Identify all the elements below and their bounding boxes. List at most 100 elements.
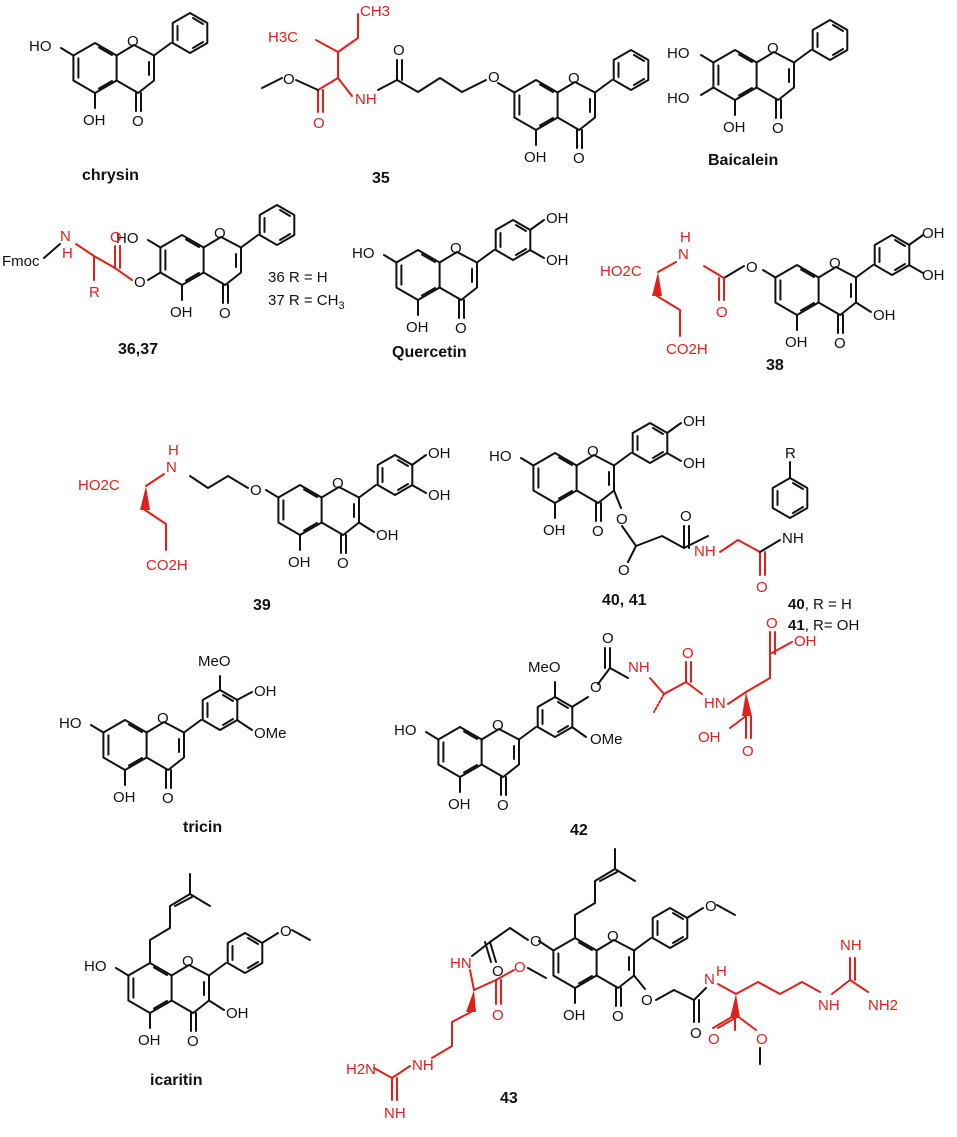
atom-label: HN bbox=[450, 955, 472, 972]
atom-label: R bbox=[89, 284, 100, 301]
atom-label: O bbox=[492, 1007, 504, 1024]
atom-label: O bbox=[587, 443, 599, 460]
atom-label: O bbox=[455, 320, 467, 337]
atom-label: O bbox=[568, 70, 580, 87]
atom-label: O bbox=[393, 42, 405, 59]
atom-label: O bbox=[767, 40, 779, 57]
compound-label: 42 bbox=[570, 822, 588, 839]
atom-label: HO bbox=[59, 715, 82, 732]
atom-label: O bbox=[132, 113, 144, 130]
atom-label: HN bbox=[704, 695, 726, 712]
atom-label: O bbox=[766, 615, 778, 632]
atom-label: MeO bbox=[528, 659, 561, 676]
compound-label: 40, 41 bbox=[602, 592, 647, 609]
atom-label: NH bbox=[694, 543, 716, 560]
atom-label: OH bbox=[723, 119, 746, 136]
atom-label: H bbox=[680, 229, 691, 246]
compound-label: chrysin bbox=[82, 167, 139, 184]
atom-label: OH bbox=[428, 487, 451, 504]
atom-label: O bbox=[514, 959, 526, 976]
atom-label: OH bbox=[406, 319, 429, 336]
atom-label: NH bbox=[628, 659, 650, 676]
atom-label: O bbox=[492, 963, 504, 980]
atom-label: O bbox=[708, 1031, 720, 1048]
atom-label: O bbox=[110, 229, 122, 246]
atom-label: N bbox=[704, 971, 715, 988]
atom-label: O bbox=[772, 120, 784, 137]
compound-36-37-structure: HO O OH O O O R N H Fmoc bbox=[2, 204, 296, 322]
atom-label: Fmoc bbox=[2, 253, 40, 270]
atom-label: CO2H bbox=[146, 557, 188, 574]
atom-label: OH bbox=[113, 789, 136, 806]
compound-43-structure: O O O OH O O N H O O bbox=[346, 848, 898, 1122]
compound-label: 43 bbox=[500, 1090, 518, 1107]
substituent-note: 41, R= OH bbox=[788, 617, 859, 634]
atom-label: H2N bbox=[346, 1061, 376, 1078]
atom-label: NH2 bbox=[868, 997, 898, 1014]
atom-label: HO bbox=[352, 245, 375, 262]
atom-label: O bbox=[618, 562, 630, 579]
atom-label: OH bbox=[288, 554, 311, 571]
atom-label: O bbox=[488, 69, 500, 86]
atom-label: N bbox=[678, 246, 689, 263]
atom-label: O bbox=[742, 743, 754, 760]
atom-label: O bbox=[332, 475, 344, 492]
atom-label: O bbox=[313, 115, 325, 132]
atom-label: H bbox=[168, 442, 179, 459]
atom-label: HO bbox=[116, 230, 139, 247]
atom-label: H bbox=[62, 245, 73, 262]
quercetin-structure: OH OH HO O OH O bbox=[352, 210, 569, 337]
atom-label: O bbox=[756, 1031, 768, 1048]
atom-label: O bbox=[337, 555, 349, 572]
atom-label: O bbox=[134, 274, 146, 291]
compound-38-structure: OH O OH O OH OH O O N H CO2H HO2C bbox=[600, 225, 945, 358]
atom-label: O bbox=[682, 645, 694, 662]
compound-35-structure: OH O O O O NH H3C CH3 O O bbox=[261, 3, 650, 167]
atom-label: O bbox=[162, 790, 174, 807]
compound-label: 38 bbox=[766, 357, 784, 374]
atom-label: NH bbox=[384, 1105, 406, 1122]
atom-label: O bbox=[690, 1025, 702, 1042]
atom-label: CH3 bbox=[360, 3, 390, 20]
atom-label: O bbox=[280, 923, 292, 940]
compound-label: 35 bbox=[372, 170, 390, 187]
atom-label: HO bbox=[84, 958, 107, 975]
atom-label: OMe bbox=[254, 725, 287, 742]
atom-label: HO bbox=[667, 90, 690, 107]
atom-label: O bbox=[602, 630, 614, 647]
atom-label: NH bbox=[840, 937, 862, 954]
atom-label: N bbox=[166, 459, 177, 476]
substituent-note: 40, R = H bbox=[788, 596, 852, 613]
atom-label: HO bbox=[667, 45, 690, 62]
atom-label: HO2C bbox=[78, 477, 120, 494]
atom-label: O bbox=[641, 992, 653, 1009]
atom-label: O bbox=[573, 150, 585, 167]
atom-label: NH bbox=[782, 530, 804, 547]
atom-label: HO bbox=[489, 448, 512, 465]
chrysin-structure: HO O OH O bbox=[29, 12, 209, 130]
atom-label: O bbox=[250, 482, 262, 499]
atom-label: O bbox=[616, 511, 628, 528]
atom-label: O bbox=[187, 1033, 199, 1050]
atom-label: OH bbox=[873, 307, 896, 324]
compound-40-41-structure: OH OH HO O OH O O O O NH O NH R bbox=[489, 413, 809, 596]
atom-label: O bbox=[746, 259, 758, 276]
atom-label: NH bbox=[355, 91, 377, 108]
atom-label: H bbox=[716, 963, 727, 980]
atom-label: OH bbox=[376, 527, 399, 544]
compound-label: 36,37 bbox=[118, 341, 158, 358]
atom-label: O bbox=[492, 717, 504, 734]
atom-label: OH bbox=[698, 729, 721, 746]
compound-label: 39 bbox=[253, 597, 271, 614]
atom-label: OH bbox=[683, 413, 706, 430]
atom-label: OH bbox=[563, 1007, 586, 1024]
atom-label: OH bbox=[785, 334, 808, 351]
compound-39-structure: OH OH OH O OH O O N H CO2H HO2C bbox=[78, 442, 451, 574]
atom-label: HO bbox=[394, 722, 417, 739]
atom-label: O bbox=[127, 33, 139, 50]
atom-label: OH bbox=[448, 796, 471, 813]
atom-label: O bbox=[590, 679, 602, 696]
compound-label: icaritin bbox=[150, 1072, 202, 1089]
atom-label: CO2H bbox=[666, 341, 708, 358]
